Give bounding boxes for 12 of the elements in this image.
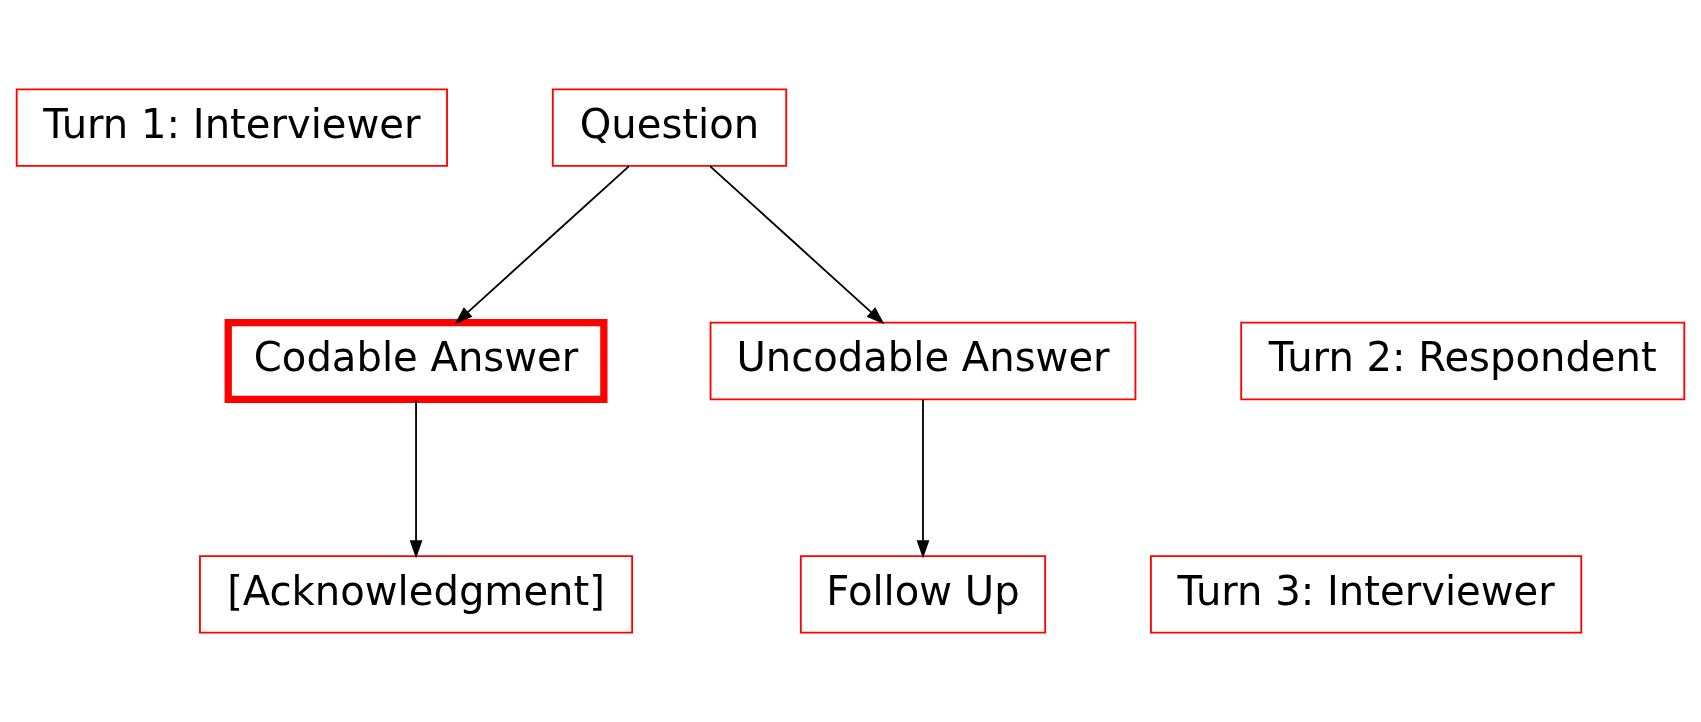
node-box: Follow Up xyxy=(799,555,1047,634)
arrow xyxy=(916,398,930,559)
arrow xyxy=(409,398,423,559)
node-box: Uncodable Answer xyxy=(709,321,1137,401)
node-box: Turn 3: Interviewer xyxy=(1150,555,1583,634)
node-box: Turn 2: Respondent xyxy=(1240,321,1686,401)
node-box: Question xyxy=(551,88,788,167)
node-box: Codable Answer xyxy=(224,319,608,403)
arrow xyxy=(454,165,630,325)
node-box: [Acknowledgment] xyxy=(199,555,634,634)
arrow xyxy=(709,165,885,325)
node-box: Turn 1: Interviewer xyxy=(15,88,448,167)
